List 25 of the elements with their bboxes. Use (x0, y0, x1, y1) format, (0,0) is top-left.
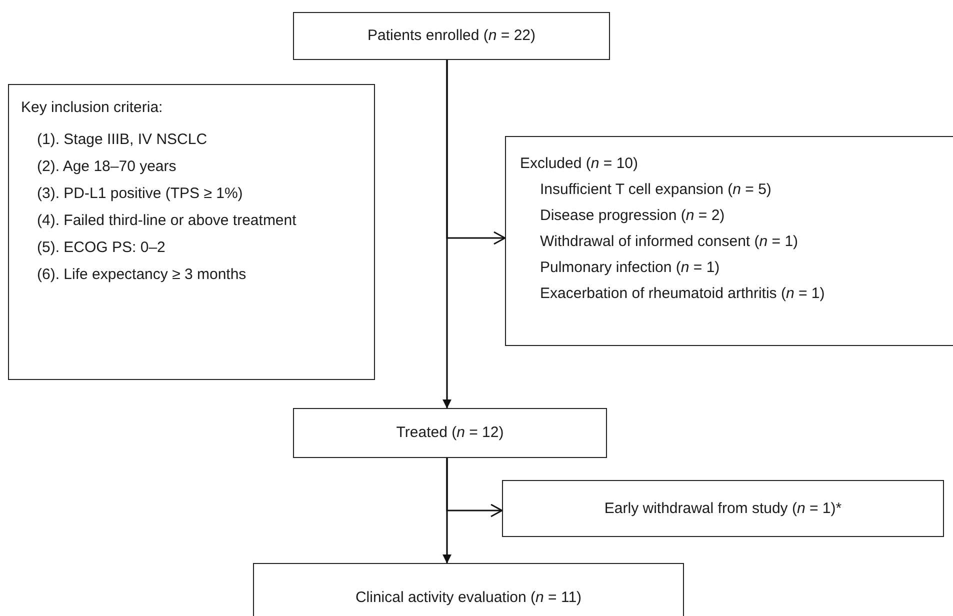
list-item: (1). Stage IIIB, IV NSCLC (37, 131, 208, 149)
process-box (293, 408, 607, 458)
arrow (446, 60, 506, 245)
list-item: Withdrawal of informed consent (n = 1) (540, 233, 798, 251)
process-box (8, 84, 375, 380)
list-item: (6). Life expectancy ≥ 3 months (37, 266, 246, 284)
list-item: Insufficient T cell expansion (n = 5) (540, 181, 772, 199)
arrow (446, 458, 503, 518)
box-label: Patients enrolled (n = 22) (367, 27, 536, 45)
process-box (502, 480, 944, 537)
process-box (293, 12, 610, 60)
list-item: (4). Failed third-line or above treatment (37, 212, 296, 230)
list-item: Pulmonary infection (n = 1) (540, 259, 720, 277)
list-item: (5). ECOG PS: 0–2 (37, 239, 166, 257)
list-item: Exacerbation of rheumatoid arthritis (n = 1) (540, 285, 825, 303)
process-box (253, 563, 684, 616)
list-item: (2). Age 18–70 years (37, 158, 176, 176)
list-item: (3). PD-L1 positive (TPS ≥ 1%) (37, 185, 243, 203)
list-item: Disease progression (n = 2) (540, 207, 725, 225)
box-label: Treated (n = 12) (396, 424, 504, 442)
box-label: Early withdrawal from study (n = 1)* (604, 500, 842, 518)
box-label: Clinical activity evaluation (n = 11) (355, 589, 582, 607)
process-box (505, 136, 953, 346)
box-heading: Key inclusion criteria: (21, 99, 163, 117)
box-heading: Excluded (n = 10) (520, 155, 638, 173)
